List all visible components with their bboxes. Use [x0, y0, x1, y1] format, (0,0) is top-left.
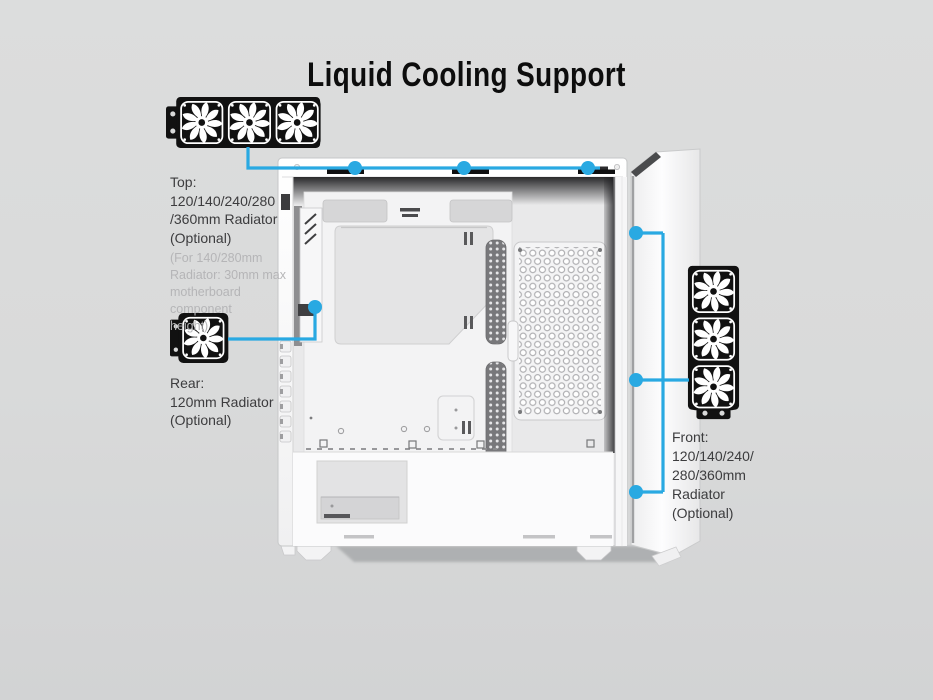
psu-shroud [293, 439, 613, 546]
top-connector-line [246, 147, 600, 170]
triple-fan-radiator-horizontal-icon [166, 97, 321, 148]
callout-dot [457, 161, 471, 175]
callout-dots [308, 161, 643, 499]
rear-connector-line [228, 309, 317, 341]
callout-dot [348, 161, 362, 175]
cpu-cutout [334, 225, 494, 345]
callout-dot [308, 300, 322, 314]
callout-dot [581, 161, 595, 175]
triple-fan-radiator-vertical-icon [688, 266, 739, 419]
case-interior [293, 177, 615, 473]
cable-strip [485, 239, 507, 345]
front-fan-mesh [507, 241, 607, 421]
top-radiator-note: (For 140/280mm Radiator: 30mm max mother… [170, 251, 287, 333]
page-title: Liquid Cooling Support [307, 56, 626, 94]
rear-radiator-label: Rear: 120mm Radiator (Optional) [170, 375, 274, 428]
callout-dot [629, 485, 643, 499]
top-radiator-label: Top: 120/140/240/280 /360mm Radiator (Op… [170, 174, 278, 246]
front-connector-bracket [637, 231, 689, 494]
callout-dot [629, 226, 643, 240]
callout-dot [629, 373, 643, 387]
front-bezel-edge [614, 177, 627, 546]
front-radiator-label: Front: 120/140/240/ 280/360mm Radiator (… [672, 429, 754, 521]
rear-panel-edge [279, 177, 294, 546]
front-panel [630, 148, 701, 567]
pc-case [277, 157, 628, 547]
cable-strip [485, 361, 507, 467]
case-shadow [336, 546, 668, 562]
